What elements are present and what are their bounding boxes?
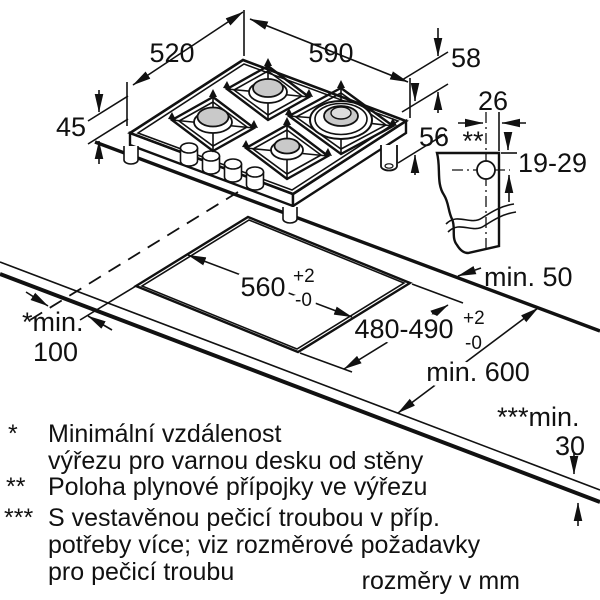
dim-min50: min. 50 — [457, 262, 573, 292]
dim-480-490-tol-minus: -0 — [465, 333, 482, 354]
cutout-edge-extension — [79, 285, 137, 321]
burner-right-wok — [309, 100, 373, 140]
dim-560-label: 560 — [240, 272, 285, 302]
knob-4 — [245, 166, 265, 191]
hob-foot-left — [123, 146, 139, 165]
break-line-1 — [445, 203, 515, 225]
knob-1 — [179, 142, 199, 167]
dim-520-label: 520 — [149, 38, 194, 68]
gas-position-marker: ** — [462, 126, 484, 156]
dim-480-490-tol-plus: +2 — [463, 308, 485, 329]
control-knobs — [179, 142, 265, 191]
footnote-1-line2: výřezu pro varnou desku od stěny — [48, 447, 424, 475]
dim-560-tol-plus: +2 — [293, 266, 315, 287]
dim-min600-label: min. 600 — [426, 357, 530, 387]
dim-min100-label-line1: *min. — [22, 307, 84, 337]
knob-2 — [201, 150, 221, 175]
dim-min50-label: min. 50 — [484, 262, 573, 292]
dim-min30-label-line1: ***min. — [497, 402, 580, 432]
footnote-3-marker: *** — [4, 504, 33, 532]
dim-56-label: 56 — [419, 122, 449, 152]
dim-45-label: 45 — [56, 112, 86, 142]
knob-3 — [223, 158, 243, 183]
break-line-2 — [447, 211, 517, 233]
burner-left — [193, 106, 233, 134]
footnotes: * Minimální vzdálenost výřezu pro varnou… — [4, 420, 520, 595]
dim-58-label: 58 — [451, 43, 481, 73]
cutout-outer-edge — [133, 215, 413, 354]
dim-58: 58 — [401, 28, 481, 113]
dim-560: 560 +2 -0 — [187, 254, 353, 318]
footnote-3-line3: pro pečicí troubu — [48, 558, 234, 586]
dim-590: 590 — [249, 18, 411, 118]
footnote-3-line1: S vestavěnou pečicí troubou v příp. — [48, 504, 440, 532]
worktop-front-edge-bottom — [0, 272, 600, 504]
dim-520: 520 — [126, 10, 245, 126]
worktop-rear-edge — [94, 140, 600, 333]
hob-foot-front — [282, 207, 298, 224]
footnote-2-line1: Poloha plynové přípojky ve výřezu — [48, 473, 427, 501]
pan-support-front — [242, 117, 332, 181]
hob-drawing — [123, 58, 409, 224]
footnote-2-marker: ** — [6, 473, 26, 501]
footnote-1-line1: Minimální vzdálenost — [48, 420, 281, 448]
units-note: rozměry v mm — [362, 567, 520, 595]
dim-560-tol-minus: -0 — [295, 290, 312, 311]
burner-back — [248, 78, 288, 104]
worktop — [0, 140, 600, 504]
footnote-1-marker: * — [8, 420, 18, 448]
worktop-front-edge-top — [0, 261, 600, 491]
dim-min100-label-line2: 100 — [33, 337, 78, 367]
gas-connection-hole — [476, 160, 496, 180]
dim-min600: min. 600 — [397, 307, 539, 414]
dim-min100: *min. 100 — [22, 291, 113, 367]
dim-min30-label-line2: 30 — [555, 431, 585, 461]
dim-min30: ***min. 30 — [497, 402, 585, 526]
dim-45: 45 — [56, 90, 129, 164]
burner-front — [270, 137, 304, 161]
dim-19-29-label: 19-29 — [518, 148, 587, 178]
gas-connection-detail — [435, 112, 517, 255]
dim-480-490-label: 480-490 — [354, 314, 453, 344]
dim-590-label: 590 — [308, 38, 353, 68]
gas-pipe — [380, 145, 398, 172]
side-wall-dashed-line — [29, 191, 239, 321]
footnote-3-line2: potřeby více; viz rozměrové požadavky — [48, 531, 481, 559]
dim-19-29: 19-29 — [501, 132, 587, 202]
dim-26: 26 ** — [458, 86, 526, 156]
dim-26-label: 26 — [478, 86, 508, 116]
dim-56: 56 — [397, 83, 449, 175]
